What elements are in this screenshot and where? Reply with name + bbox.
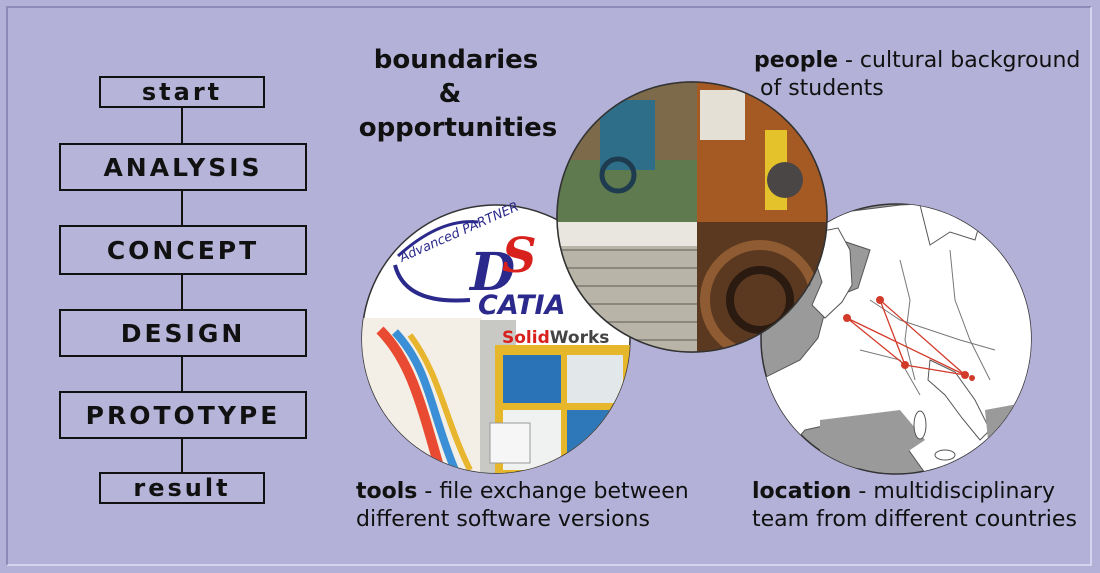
tools-caption-rest1: - file exchange between: [417, 479, 689, 504]
svg-text:S: S: [502, 228, 537, 284]
flow-connector: [181, 356, 183, 392]
flow-step-start: start: [99, 76, 265, 108]
flow-step-concept: CONCEPT: [59, 225, 307, 275]
flow-step-design: DESIGN: [59, 309, 307, 357]
tools-caption-bold: tools: [356, 479, 418, 504]
heading-opportunities: opportunities: [358, 113, 558, 143]
route-markers: [843, 296, 975, 381]
route-lines: [846, 299, 966, 376]
flow-connector: [181, 190, 183, 226]
flow-step-result: result: [99, 472, 265, 504]
people-caption-bold: people: [754, 48, 838, 73]
flow-connector: [181, 274, 183, 310]
catia-text: CATIA: [478, 290, 566, 321]
flow-step-analysis: ANALYSIS: [59, 143, 307, 191]
flow-connector: [181, 438, 183, 474]
location-caption-rest2: team from different countries: [752, 507, 1077, 532]
people-caption-rest1: - cultural background: [838, 48, 1081, 73]
svg-text:D: D: [468, 242, 515, 303]
people-caption: people - cultural background of students: [754, 47, 1100, 103]
heading-ampersand: &: [438, 79, 462, 109]
tools-caption: tools - file exchange between different …: [356, 478, 736, 534]
flow-step-prototype: PROTOTYPE: [59, 391, 307, 439]
heading-boundaries: boundaries: [373, 45, 539, 75]
tools-caption-rest2: different software versions: [356, 507, 650, 532]
tools-circle: Advanced PARTNER D S CATIA SolidWorks: [361, 200, 631, 474]
location-caption: location - multidisciplinary team from d…: [752, 478, 1098, 534]
location-caption-bold: location: [752, 479, 852, 504]
slide-frame: [6, 6, 1092, 566]
location-caption-rest1: - multidisciplinary: [851, 479, 1055, 504]
flow-connector: [181, 106, 183, 144]
people-caption-rest2: of students: [760, 76, 884, 101]
solidworks-text: SolidWorks: [502, 328, 609, 348]
